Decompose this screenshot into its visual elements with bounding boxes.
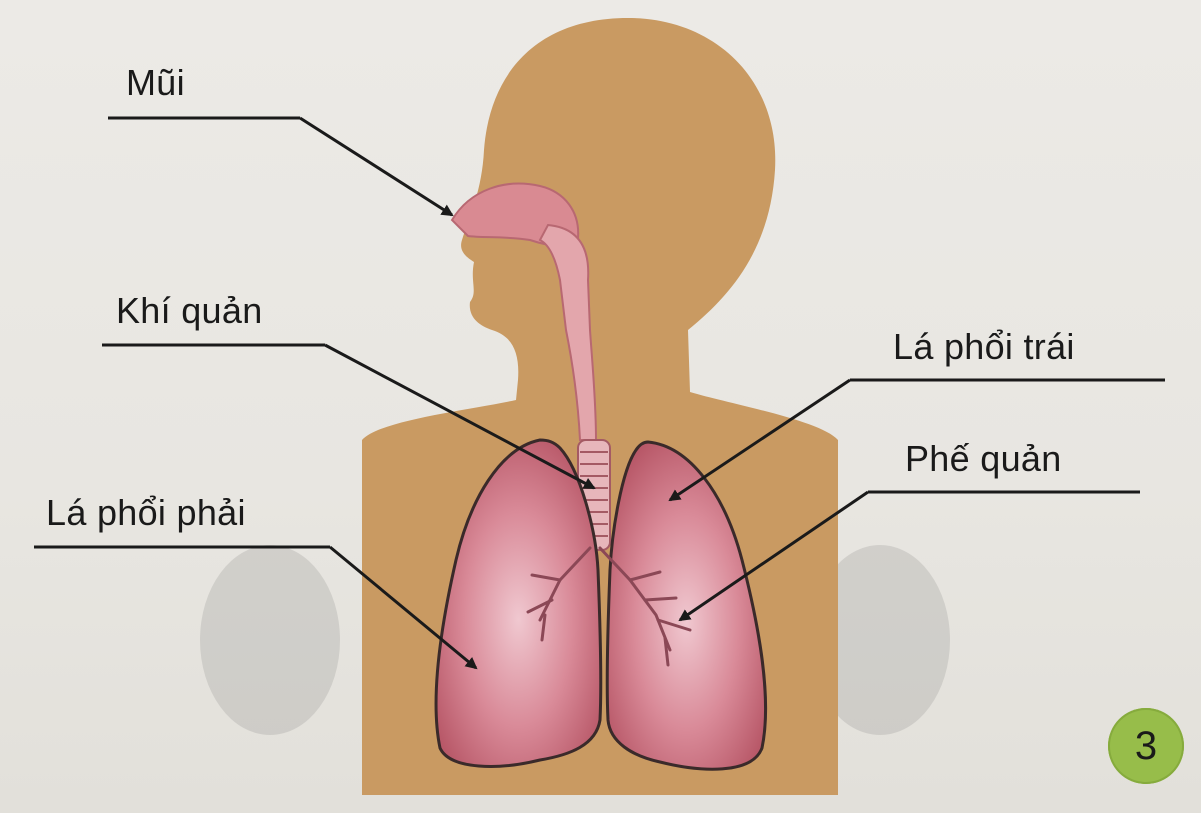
- figure-number-badge: 3: [1108, 708, 1184, 784]
- nose-leader-arrow: [300, 118, 452, 215]
- figure-number: 3: [1135, 724, 1157, 769]
- trachea-label: Khí quản: [116, 290, 263, 332]
- nose-label: Mũi: [126, 62, 185, 104]
- right-lung-label: Lá phổi phải: [46, 492, 246, 534]
- bronchus-label: Phế quản: [905, 438, 1062, 480]
- left-lung-label: Lá phổi trái: [893, 326, 1075, 368]
